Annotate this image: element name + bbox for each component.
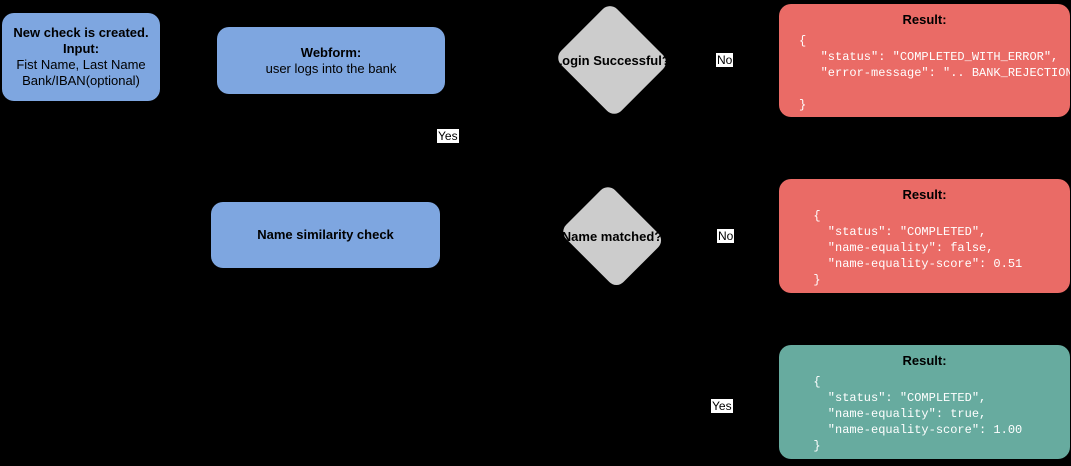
node-new-check-line3: Fist Name, Last Name xyxy=(16,57,146,72)
edge-label-login-yes: Yes xyxy=(437,129,459,143)
node-name-similarity-check[interactable]: Name similarity check xyxy=(211,202,440,268)
node-name-similarity-check-line1: Name similarity check xyxy=(257,227,394,242)
decision-login-successful[interactable]: Login Successful? xyxy=(553,1,671,119)
node-webform-line1: Webform: xyxy=(300,44,362,60)
result-name-not-matched-code: { "status": "COMPLETED", "name-equality"… xyxy=(813,209,1023,287)
edge-label-login-no: No xyxy=(716,53,734,67)
result-name-not-matched[interactable]: Result: { "status": "COMPLETED", "name-e… xyxy=(779,179,1070,293)
node-new-check-line1: New check is created. xyxy=(13,25,149,40)
decision-name-matched[interactable]: Name matched? xyxy=(556,183,668,289)
result-login-failed[interactable]: Result: { "status": "COMPLETED_WITH_ERRO… xyxy=(779,4,1070,117)
result-name-matched-code: { "status": "COMPLETED", "name-equality"… xyxy=(813,375,1023,453)
node-new-check-line2: Input: xyxy=(62,41,100,56)
result-name-matched-title: Result: xyxy=(902,353,947,368)
decision-name-matched-label: Name matched? xyxy=(561,228,663,244)
node-webform-line2: user logs into the bank xyxy=(265,60,397,76)
edge-label-name-no: No xyxy=(717,229,735,243)
decision-login-successful-label: Login Successful? xyxy=(554,52,670,68)
edge-label-name-yes: Yes xyxy=(711,399,733,413)
node-webform[interactable]: Webform: user logs into the bank xyxy=(217,27,445,94)
node-new-check[interactable]: New check is created. Input: Fist Name, … xyxy=(2,13,160,101)
result-login-failed-code: { "status": "COMPLETED_WITH_ERROR", "err… xyxy=(799,34,1070,112)
node-new-check-line4: Bank/IBAN(optional) xyxy=(22,73,140,88)
result-name-not-matched-title: Result: xyxy=(902,187,947,202)
result-name-matched[interactable]: Result: { "status": "COMPLETED", "name-e… xyxy=(779,345,1070,459)
result-login-failed-title: Result: xyxy=(902,12,947,27)
